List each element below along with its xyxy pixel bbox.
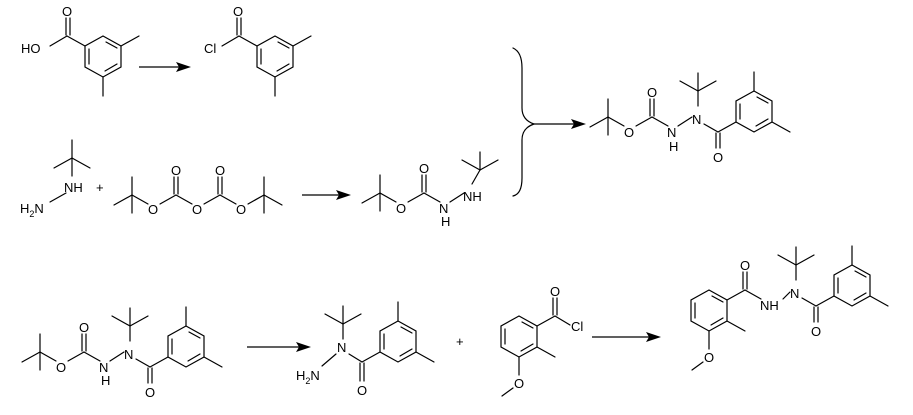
methoxy-methylbenzoyl-chloride: O Cl O	[500, 284, 583, 397]
arrow-2	[302, 190, 351, 200]
boc-anhydride: O O O O O	[113, 163, 283, 217]
atom-O: O	[713, 150, 723, 165]
tert-butylhydrazine: NH H2N	[20, 139, 91, 219]
atom-O: O	[357, 383, 367, 398]
tert-butyl-hydrazide: N H2N O	[296, 301, 435, 398]
combining-brace	[512, 47, 536, 197]
atom-H: H	[441, 214, 450, 229]
atom-O: O	[215, 163, 225, 178]
atom-H: H	[101, 373, 110, 388]
plus-sign-2: +	[456, 334, 464, 349]
arrow-5	[592, 332, 661, 342]
atom-O: O	[79, 320, 89, 335]
dimethylbenzoyl-chloride: O Cl	[204, 4, 312, 97]
final-diacylhydrazine-product: O O NH N O	[690, 245, 889, 371]
atom-O: O	[56, 360, 66, 375]
atom-O: O	[236, 202, 246, 217]
arrow-4	[247, 342, 311, 352]
atom-NH: NH	[463, 189, 482, 204]
atom-O: O	[233, 4, 243, 19]
atom-O: O	[704, 350, 714, 365]
atom-H: H	[669, 139, 678, 154]
boc-tert-butylhydrazine: O O N H NH	[361, 151, 499, 229]
atom-NH: NH	[760, 298, 779, 313]
atom-O: O	[740, 258, 750, 273]
dimethylbenzoic-acid: O HO	[21, 4, 140, 97]
atom-N: N	[692, 112, 701, 127]
plus-sign-1: +	[96, 180, 104, 195]
atom-HO: HO	[21, 41, 41, 56]
atom-Cl: Cl	[571, 319, 583, 334]
atom-O: O	[192, 202, 202, 217]
atom-O: O	[419, 161, 429, 176]
atom-O: O	[647, 85, 657, 100]
atom-N: N	[790, 286, 799, 301]
arrow-3	[534, 119, 586, 129]
arrow-1	[139, 62, 191, 72]
atom-O: O	[624, 125, 634, 140]
atom-O: O	[811, 324, 821, 339]
atom-N: N	[439, 201, 448, 216]
atom-N: N	[337, 340, 346, 355]
atom-N: N	[99, 360, 108, 375]
boc-protected-diacylhydrazine-row1: O O N H N O	[589, 71, 791, 165]
atom-Cl: Cl	[204, 41, 216, 56]
atom-O: O	[514, 376, 524, 391]
atom-O: O	[550, 284, 560, 299]
atom-O: O	[145, 385, 155, 400]
atom-O: O	[396, 201, 406, 216]
atom-NH: NH	[64, 180, 83, 195]
atom-N: N	[124, 347, 133, 362]
atom-H2N: H2N	[296, 368, 320, 386]
atom-O: O	[171, 163, 181, 178]
atom-O: O	[148, 202, 158, 217]
atom-N: N	[667, 125, 676, 140]
atom-O: O	[62, 4, 72, 19]
atom-H2N: H2N	[20, 201, 44, 219]
boc-protected-diacylhydrazine-row3: O O N H N O	[21, 306, 223, 400]
